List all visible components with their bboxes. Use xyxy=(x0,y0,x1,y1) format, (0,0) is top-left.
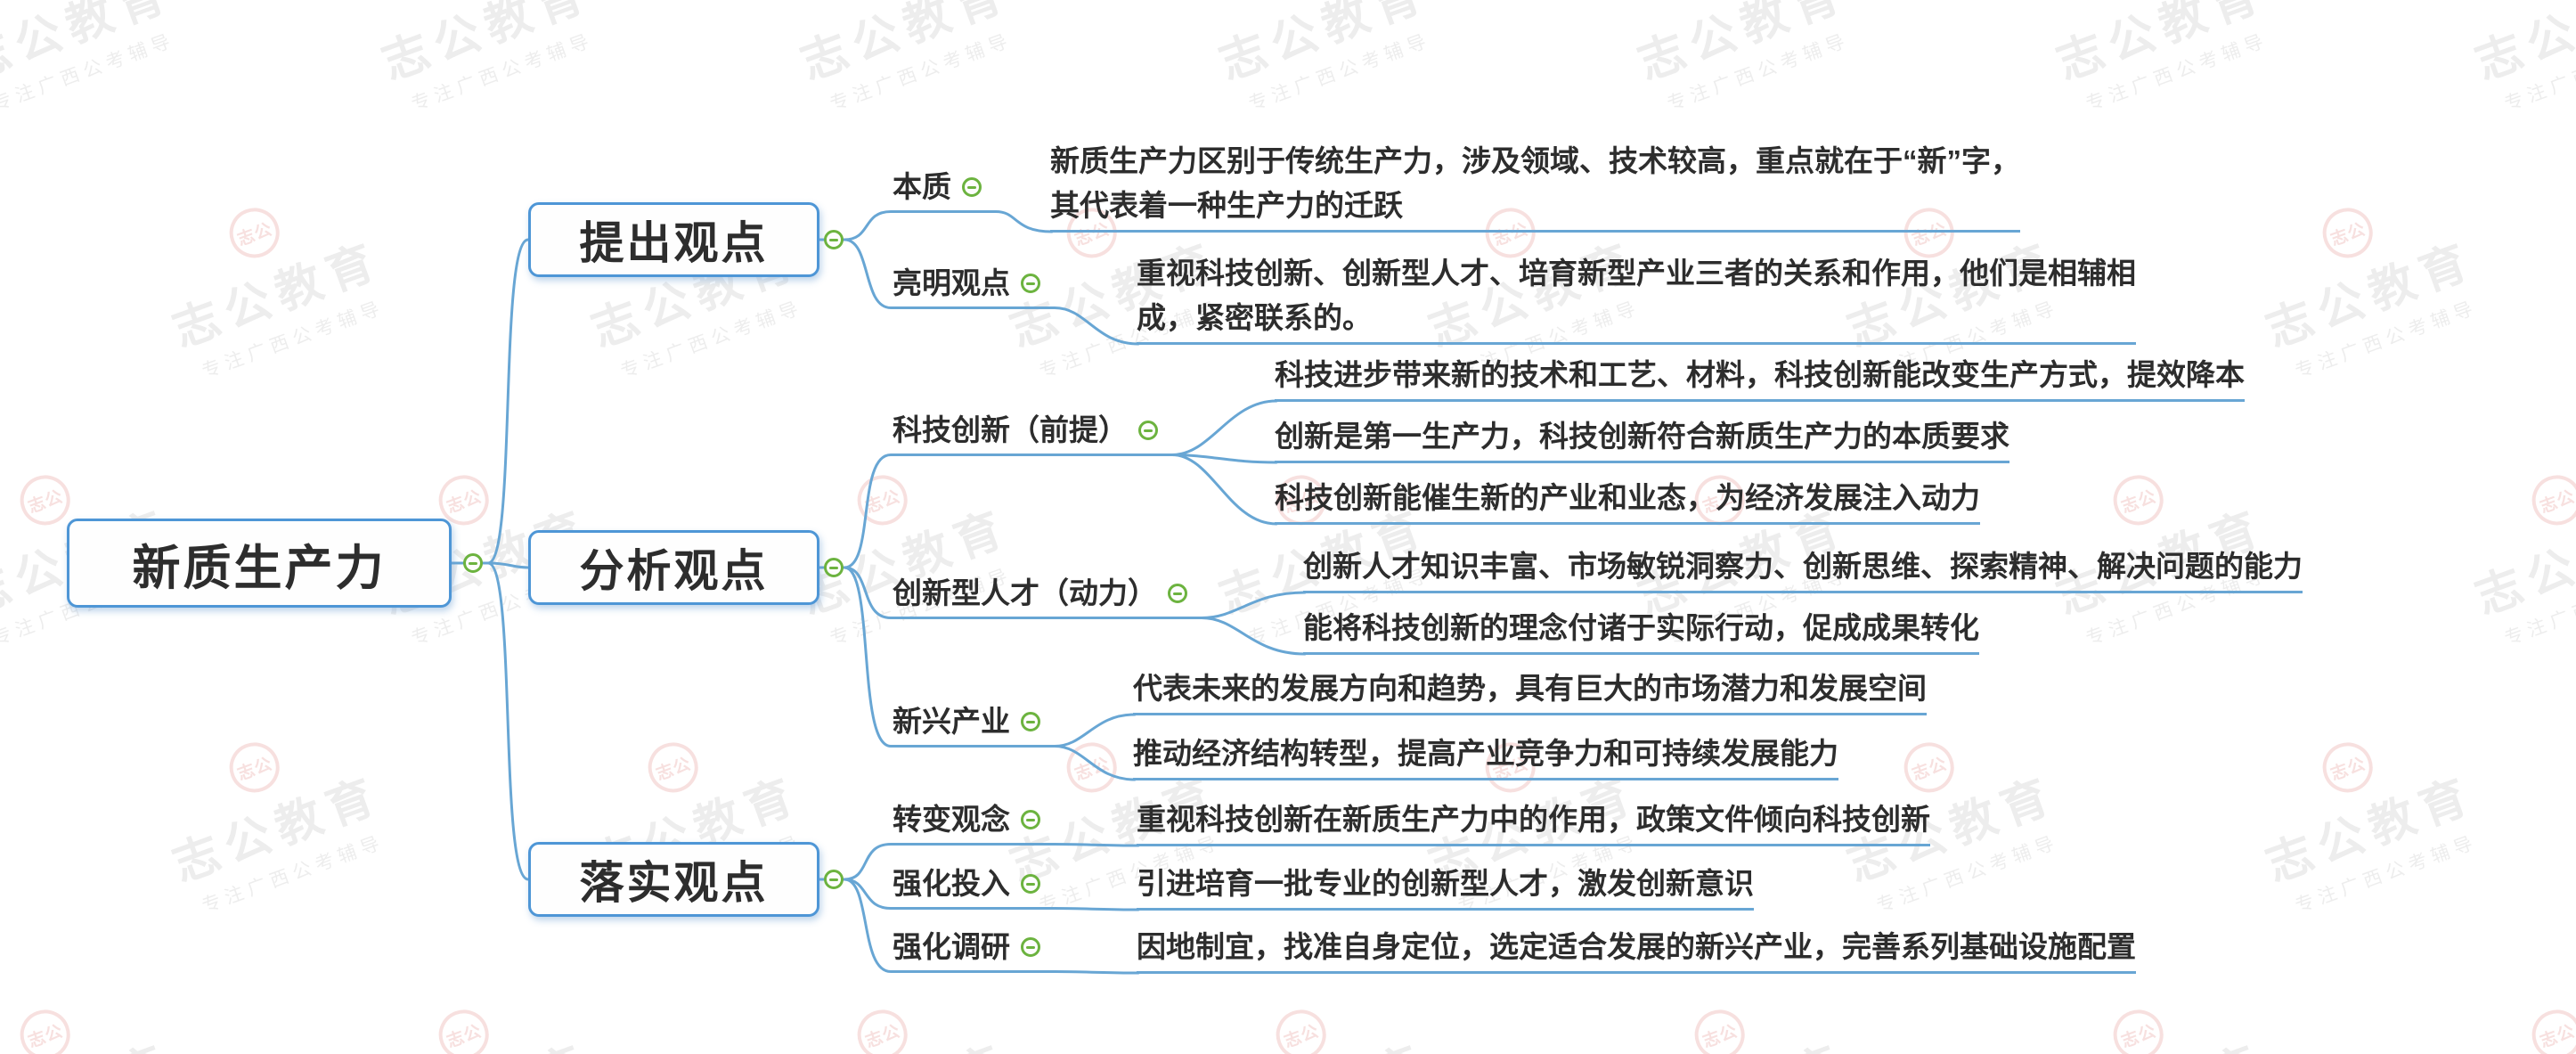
node-implement-viewpoint[interactable]: 落实观点 xyxy=(528,842,819,917)
root-node[interactable]: 新质生产力 xyxy=(67,519,452,608)
leaf-text: 代表未来的发展方向和趋势，具有巨大的市场潜力和发展空间 xyxy=(1133,672,1927,705)
connector-line xyxy=(1170,453,1278,526)
leaf-text: 重视科技创新在新质生产力中的作用，政策文件倾向科技创新 xyxy=(1137,803,1930,836)
subtopic-strengthen-research[interactable]: 强化调研 xyxy=(891,929,1055,973)
leaf-text: 引进培育一批专业的创新型人才，激发创新意识 xyxy=(1137,867,1754,900)
leaf-text: 创新人才知识丰富、市场敏锐洞察力、创新思维、探索精神、解决问题的能力 xyxy=(1303,550,2303,583)
connector-line xyxy=(1053,306,1140,346)
collapse-minus-icon[interactable] xyxy=(1021,274,1040,293)
root-node-label: 新质生产力 xyxy=(132,541,387,595)
subtopic-tech-innovation[interactable]: 科技创新（前提） xyxy=(891,413,1172,456)
collapse-minus-icon[interactable] xyxy=(824,870,844,889)
leaf-note[interactable]: 创新是第一生产力，科技创新符合新质生产力的本质要求 xyxy=(1275,414,2009,463)
connector-line xyxy=(843,453,893,569)
leaf-note[interactable]: 因地制宜，找准自身定位，选定适合发展的新兴产业，完善系列基础设施配置 xyxy=(1137,925,2136,974)
leaf-note[interactable]: 创新人才知识丰富、市场敏锐洞察力、创新思维、探索精神、解决问题的能力 xyxy=(1303,544,2303,593)
connector-line xyxy=(1053,713,1137,748)
subtopic-label: 强化投入 xyxy=(893,867,1010,900)
connector-line xyxy=(1200,617,1307,656)
connector-line xyxy=(486,561,530,569)
subtopic-label: 本质 xyxy=(893,170,951,203)
node-propose-viewpoint[interactable]: 提出观点 xyxy=(528,202,819,277)
subtopic-label: 亮明观点 xyxy=(893,266,1010,299)
collapse-minus-icon[interactable] xyxy=(1168,584,1187,603)
subtopic-label: 创新型人才（动力） xyxy=(893,576,1157,609)
leaf-note[interactable]: 科技创新能催生新的产业和业态，为经济发展注入动力 xyxy=(1275,476,1980,525)
subtopic-label: 转变观念 xyxy=(893,803,1010,836)
connector-line xyxy=(1053,843,1140,847)
leaf-note[interactable]: 引进培育一批专业的创新型人才，激发创新意识 xyxy=(1137,862,1754,911)
subtopic-essence[interactable]: 本质 xyxy=(891,169,996,213)
leaf-text: 新质生产力区别于传统生产力，涉及领域、技术较高，重点就在于“新”字， xyxy=(1050,144,2020,177)
connector-line xyxy=(843,210,893,241)
subtopic-innovative-talent[interactable]: 创新型人才（动力） xyxy=(891,576,1202,619)
leaf-note[interactable]: 科技进步带来新的技术和工艺、材料，科技创新能改变生产方式，提效降本 xyxy=(1275,353,2245,402)
leaf-note[interactable]: 新质生产力区别于传统生产力，涉及领域、技术较高，重点就在于“新”字， 其代表着一… xyxy=(1050,139,2020,233)
collapse-minus-icon[interactable] xyxy=(1021,712,1040,731)
leaf-text: 科技创新能催生新的产业和业态，为经济发展注入动力 xyxy=(1275,481,1980,514)
collapse-minus-icon[interactable] xyxy=(1021,937,1040,957)
leaf-note[interactable]: 能将科技创新的理念付诸于实际行动，促成成果转化 xyxy=(1303,606,1979,655)
subtopic-strengthen-investment[interactable]: 强化投入 xyxy=(891,866,1055,910)
leaf-text: 因地制宜，找准自身定位，选定适合发展的新兴产业，完善系列基础设施配置 xyxy=(1137,930,2136,963)
connector-line xyxy=(1200,591,1307,619)
subtopic-state-viewpoint[interactable]: 亮明观点 xyxy=(891,266,1055,309)
node-label: 落实观点 xyxy=(579,858,769,908)
leaf-text: 成，紧密联系的。 xyxy=(1137,301,1372,334)
node-analyze-viewpoint[interactable]: 分析观点 xyxy=(528,530,819,605)
leaf-note[interactable]: 重视科技创新、创新型人才、培育新型产业三者的关系和作用，他们是相辅相 成，紧密联… xyxy=(1137,251,2136,345)
connector-line xyxy=(1170,453,1278,464)
node-label: 提出观点 xyxy=(579,218,769,268)
leaf-text: 能将科技创新的理念付诸于实际行动，促成成果转化 xyxy=(1303,611,1979,644)
leaf-text: 重视科技创新、创新型人才、培育新型产业三者的关系和作用，他们是相辅相 xyxy=(1137,257,2136,290)
leaf-note[interactable]: 代表未来的发展方向和趋势，具有巨大的市场潜力和发展空间 xyxy=(1133,666,1927,715)
connector-line xyxy=(843,878,893,973)
collapse-minus-icon[interactable] xyxy=(1021,874,1040,894)
collapse-minus-icon[interactable] xyxy=(824,558,844,577)
leaf-text: 科技进步带来新的技术和工艺、材料，科技创新能改变生产方式，提效降本 xyxy=(1275,358,2245,391)
leaf-text: 其代表着一种生产力的迁跃 xyxy=(1050,189,1403,222)
leaf-text: 创新是第一生产力，科技创新符合新质生产力的本质要求 xyxy=(1275,420,2009,453)
connector-line xyxy=(994,210,1054,233)
collapse-minus-icon[interactable] xyxy=(824,230,844,249)
leaf-note[interactable]: 推动经济结构转型，提高产业竞争力和可持续发展能力 xyxy=(1133,731,1838,780)
connector-line xyxy=(843,238,893,309)
leaf-note[interactable]: 重视科技创新在新质生产力中的作用，政策文件倾向科技创新 xyxy=(1137,797,1930,846)
connector-line xyxy=(486,238,530,565)
connector-line xyxy=(843,566,893,748)
subtopic-emerging-industry[interactable]: 新兴产业 xyxy=(891,704,1055,748)
connector-line xyxy=(1053,970,1140,975)
subtopic-label: 强化调研 xyxy=(893,930,1010,963)
connector-line xyxy=(843,566,893,619)
leaf-text: 推动经济结构转型，提高产业竞争力和可持续发展能力 xyxy=(1133,737,1838,770)
connector-line xyxy=(1053,745,1137,781)
subtopic-label: 新兴产业 xyxy=(893,705,1010,738)
collapse-minus-icon[interactable] xyxy=(1021,810,1040,829)
subtopic-label: 科技创新（前提） xyxy=(893,413,1128,446)
connector-line xyxy=(486,561,530,881)
node-label: 分析观点 xyxy=(579,546,769,596)
collapse-minus-icon[interactable] xyxy=(1138,421,1158,440)
subtopic-change-mindset[interactable]: 转变观念 xyxy=(891,802,1055,846)
connector-line xyxy=(1053,907,1140,911)
connector-line xyxy=(843,843,893,881)
connector-line xyxy=(1170,399,1278,456)
collapse-minus-icon[interactable] xyxy=(962,177,982,197)
collapse-minus-icon[interactable] xyxy=(463,553,483,573)
